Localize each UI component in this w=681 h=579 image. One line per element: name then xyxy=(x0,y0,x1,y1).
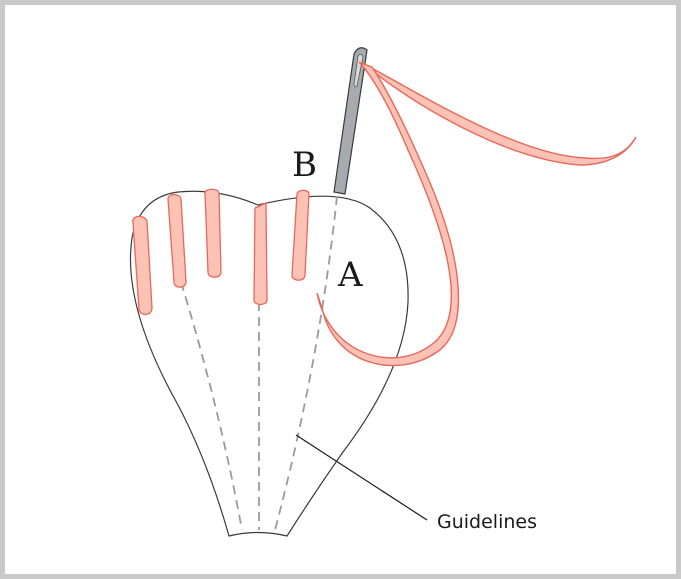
point-b-label: B xyxy=(292,145,317,185)
petal-outline xyxy=(129,190,409,537)
satin-stitches xyxy=(132,188,310,316)
guidelines xyxy=(180,195,338,531)
guideline-1 xyxy=(180,281,243,531)
needle xyxy=(333,47,368,195)
guidelines-callout: Guidelines xyxy=(437,511,537,533)
guidelines-leader-line xyxy=(295,434,428,521)
thread xyxy=(316,61,637,367)
thread-loop xyxy=(316,61,460,367)
point-a-label: A xyxy=(337,255,363,295)
guideline-3 xyxy=(274,195,338,531)
stitch-3 xyxy=(204,188,222,278)
stitch-2 xyxy=(167,193,187,288)
stitch-5 xyxy=(291,189,310,281)
stitch-1 xyxy=(132,215,153,316)
stitch-4 xyxy=(253,201,268,306)
thread-tail xyxy=(360,61,637,166)
